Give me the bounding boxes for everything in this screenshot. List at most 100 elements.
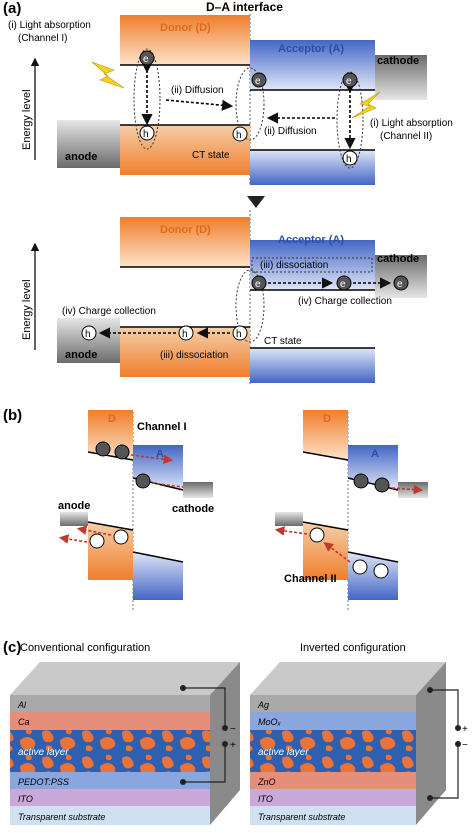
electron-icon: [135, 473, 151, 489]
layer-label: Al: [17, 700, 27, 710]
contact-dot: [427, 687, 433, 693]
electron-icon: [114, 444, 130, 460]
hole-label: h: [182, 329, 188, 340]
layer-label: Transparent substrate: [18, 812, 105, 822]
layer-label: ZnO: [257, 777, 276, 787]
layer-label: Transparent substrate: [258, 812, 345, 822]
ct-state-label: CT state: [192, 150, 230, 161]
conventional-stack: Al Ca active layer PEDOT:PSS ITO Transpa…: [10, 662, 240, 825]
channel-2-label: Channel II: [284, 573, 337, 585]
donor-homo-band: [120, 125, 250, 175]
dissociation-box: [251, 257, 373, 273]
layer-zno: [250, 772, 416, 789]
charge-collection-label-left: (iv) Charge collection: [62, 306, 156, 317]
plus-sign: +: [230, 740, 236, 751]
ct-outline-2: [235, 269, 265, 343]
anode-label-2: anode: [65, 349, 97, 361]
hole-icon: [232, 126, 248, 142]
plus-sign: +: [462, 724, 468, 735]
diffusion-label-1: (ii) Diffusion: [171, 85, 224, 96]
b-donor-homo-band-1: [88, 522, 133, 580]
hole-icon: [309, 527, 325, 543]
electron-label: e: [346, 76, 352, 87]
panel-a-bottom: Energy level Donor (D) Acceptor (A) cath…: [21, 210, 427, 385]
terminal-dot: [222, 741, 228, 747]
stack-top-face: [250, 662, 446, 695]
hole-icon: [232, 325, 248, 341]
light-abs-2-line2: (Channel II): [380, 131, 432, 142]
dissociation-label-top: (iii) dissociation: [260, 260, 328, 271]
b-acceptor-homo-level-2: [347, 551, 399, 563]
layer-substrate: [10, 806, 210, 825]
layer-label: Ag: [257, 700, 269, 710]
hole-icon: [352, 559, 368, 575]
b-donor-homo-level-1: [87, 521, 134, 531]
layer-active: [10, 730, 210, 772]
layer-substrate: [250, 806, 416, 825]
electron-icon: [336, 275, 352, 291]
layer-label: MoOₓ: [258, 717, 282, 727]
panel-b: (b) D A Channel I cathode anode D: [3, 407, 428, 612]
anode-block-2: [57, 318, 120, 363]
lightning-icon-2: [351, 91, 381, 119]
b-d-label-1: D: [108, 413, 116, 425]
terminal-dot: [455, 741, 461, 747]
b-acceptor-homo-level-1: [132, 551, 184, 563]
electron-label: e: [143, 54, 149, 65]
layer-moox: [250, 712, 416, 730]
inverted-stack: Ag MoOₓ active layer ZnO ITO Transparent…: [250, 662, 468, 825]
acceptor-label: Acceptor (A): [278, 43, 344, 55]
electron-label: e: [397, 279, 403, 290]
panel-a-top: (a) D–A interface Energy level Donor (D)…: [3, 0, 453, 185]
sequence-triangle-icon: [247, 196, 265, 208]
diffusion-label-2: (ii) Diffusion: [264, 126, 317, 137]
red-transfer-arrow-1: [130, 454, 174, 464]
circuit-wire-bottom: [430, 746, 459, 799]
cathode-label: cathode: [377, 55, 419, 67]
hole-icon: [178, 325, 194, 341]
circuit-wire-top: [183, 687, 226, 726]
hole-icon: [139, 125, 155, 141]
electron-label: e: [255, 279, 261, 290]
exciton-outline-1: [133, 48, 161, 150]
minus-sign: −: [462, 740, 468, 751]
lightning-icon-1: [91, 61, 125, 89]
layer-active: [250, 730, 416, 772]
stack-top-face: [10, 662, 240, 695]
panel-b-tag: (b): [3, 407, 22, 424]
panel-c: (c) Conventional configuration Inverted …: [3, 639, 468, 825]
charge-collection-label-right: (iv) Charge collection: [298, 296, 392, 307]
donor-label: Donor (D): [160, 22, 211, 34]
b-cathode-block: [183, 482, 213, 498]
da-interface-title: D–A interface: [206, 0, 283, 14]
layer-label: active layer: [18, 747, 69, 758]
hole-label: h: [143, 129, 149, 140]
b-donor-lumo-level-2: [302, 451, 349, 461]
layer-al: [10, 695, 210, 712]
hole-icon: [113, 529, 129, 545]
channel-1-label: Channel I: [137, 421, 187, 433]
electron-icon: [342, 72, 358, 88]
b-acceptor-homo-band-1: [133, 552, 183, 600]
b-cathode-label: cathode: [172, 503, 214, 515]
electron-icon: [139, 50, 155, 66]
hole-icon: [342, 150, 358, 166]
b-anode-block: [60, 512, 88, 526]
layer-label: PEDOT:PSS: [18, 777, 69, 787]
minus-sign: −: [230, 724, 236, 735]
circuit-wire-top: [430, 689, 459, 726]
contact-dot: [180, 779, 186, 785]
cathode-label-2: cathode: [377, 253, 419, 265]
hole-label: h: [236, 130, 242, 141]
acceptor-lumo-band-2: [250, 240, 375, 290]
b-donor-homo-band-2: [303, 522, 348, 580]
conventional-title: Conventional configuration: [20, 642, 150, 654]
hole-icon: [81, 325, 97, 341]
layer-label: ITO: [18, 794, 33, 804]
light-abs-1-line1: (i) Light absorption: [8, 20, 91, 31]
contact-dot: [180, 685, 186, 691]
panel-c-tag: (c): [3, 639, 21, 656]
stack-side-face: [416, 662, 446, 825]
b-donor-lumo-level-1: [87, 451, 134, 461]
